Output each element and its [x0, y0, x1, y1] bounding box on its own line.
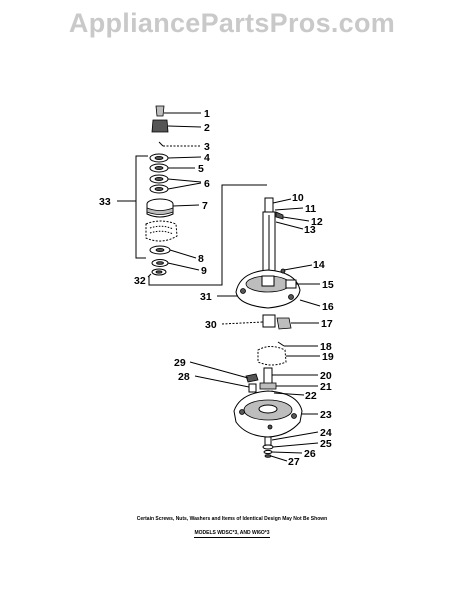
part-25-washer: [262, 444, 274, 450]
part-3-pin: [158, 141, 164, 147]
callout-14: 14: [313, 259, 325, 271]
part-30-bushing: [262, 314, 276, 328]
part-24-shaft-end: [264, 436, 272, 446]
callout-28: 28: [178, 371, 190, 383]
callout-26: 26: [304, 448, 316, 460]
callout-27: 27: [288, 456, 300, 468]
callout-11: 11: [305, 203, 316, 215]
callout-10: 10: [292, 192, 304, 204]
watermark-logo: AppliancePartsPros.com: [68, 8, 396, 38]
part-27-nut: [264, 454, 272, 458]
callout-15: 15: [322, 279, 334, 291]
models-text: MODELS WDSC*3, AND WI6O*3: [194, 530, 270, 538]
models-caption: MODELS WDSC*3, AND WI6O*3: [0, 530, 464, 538]
callout-23: 23: [320, 409, 332, 421]
part-29-pinion: [245, 373, 259, 383]
part-10-shaft-tip: [264, 197, 274, 213]
callout-6: 6: [204, 178, 210, 190]
callout-7: 7: [202, 200, 208, 212]
callout-numbers: 1 2 3 4 5 6 7 8 9 10 11 12 13 14 15 16 1…: [99, 108, 334, 468]
callout-20: 20: [320, 370, 332, 382]
callout-5: 5: [198, 163, 204, 175]
transmission-assembly: [233, 197, 303, 458]
callout-3: 3: [204, 141, 210, 153]
part-21-gear: [259, 382, 277, 390]
part-2-nut: [151, 119, 169, 133]
callout-16: 16: [322, 301, 334, 313]
callout-1: 1: [204, 108, 210, 120]
callout-17: 17: [321, 318, 333, 330]
callout-2: 2: [204, 122, 210, 134]
left-parts-stack: [117, 105, 178, 276]
callout-12: 12: [311, 216, 323, 228]
callout-8: 8: [198, 253, 204, 265]
part-18-pin: [277, 341, 285, 347]
callout-22: 22: [305, 390, 317, 402]
callout-30: 30: [205, 319, 217, 331]
callout-18: 18: [320, 341, 332, 353]
part-20-shaft: [263, 367, 273, 385]
part-1-cap: [155, 105, 165, 117]
callout-21: 21: [320, 381, 332, 393]
part-12-clip: [275, 211, 284, 220]
footnote-text: Certain Screws, Nuts, Washers and Items …: [136, 516, 328, 522]
callout-9: 9: [201, 265, 207, 277]
callout-29: 29: [174, 357, 186, 369]
leader-lines: [147, 112, 321, 462]
callout-33: 33: [99, 196, 111, 208]
part-19-gear: [257, 346, 287, 366]
callout-19: 19: [322, 351, 334, 363]
callout-13: 13: [304, 224, 316, 236]
callout-25: 25: [320, 438, 332, 450]
callout-31: 31: [200, 291, 212, 303]
part-15-tab: [285, 279, 297, 289]
callout-24: 24: [320, 427, 332, 439]
bracket-33: [135, 155, 148, 259]
part-17-clip: [276, 317, 292, 330]
part-28-bushing: [248, 383, 257, 393]
callout-32: 32: [134, 275, 146, 287]
part-8-gear: [145, 220, 178, 242]
callout-4: 4: [204, 152, 210, 164]
part-26-washer: [263, 449, 273, 455]
